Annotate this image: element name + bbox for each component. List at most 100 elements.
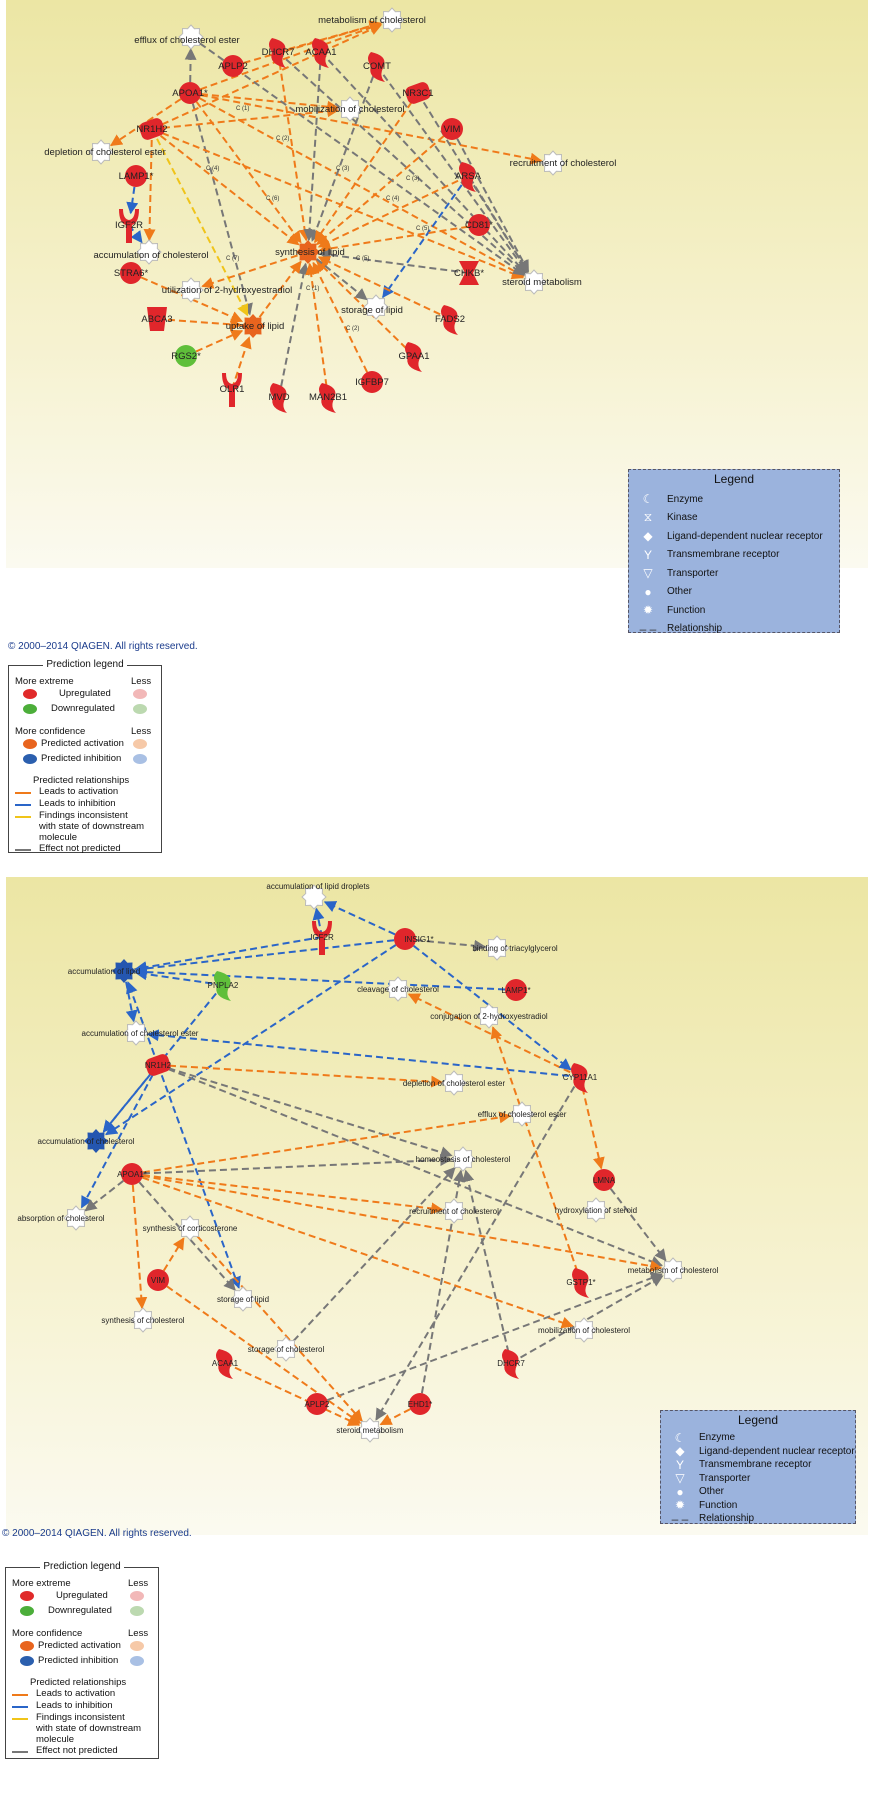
function-node-icon — [660, 1257, 686, 1283]
legend-item: ◆Ligand-dependent nuclear receptor — [661, 1444, 855, 1458]
prediction-legend-text: More extreme — [15, 676, 74, 687]
node-label: storage of cholesterol — [248, 1345, 325, 1354]
enzyme-node-icon — [368, 52, 385, 82]
node-label: metabolism of cholesterol — [628, 1266, 719, 1275]
other-node-icon — [394, 928, 416, 950]
legend-item-label: Transporter — [699, 1472, 751, 1484]
legend-item-label: Function — [667, 604, 706, 616]
function-node-icon — [357, 1417, 383, 1443]
relationship-edge — [419, 1169, 465, 1405]
relationship-edge — [189, 92, 302, 244]
edge-count-label: C (1) — [306, 286, 319, 292]
legend-item: – –Relationship — [661, 1512, 855, 1526]
other-node-icon — [179, 82, 201, 104]
node-label: APOA1* — [117, 1170, 147, 1179]
enzyme-node-icon — [502, 1349, 519, 1379]
node-label: DHCR7 — [497, 1359, 525, 1368]
legend-item: ☾Enzyme — [629, 490, 839, 509]
node-label: utilization of 2-hydroxyestradiol — [162, 285, 292, 296]
downregulated-light-swatch — [130, 1606, 144, 1616]
edge-count-label: C (1) — [236, 106, 249, 112]
node-label: storage of lipid — [217, 1295, 269, 1304]
node-label: mobilization of cholesterol — [538, 1326, 630, 1335]
legend-item-label: Other — [699, 1486, 725, 1498]
relationship-edge — [146, 1029, 581, 1078]
prediction-legend-text: Findings inconsistent — [36, 1712, 125, 1723]
relationship-edge — [123, 970, 138, 1023]
function-node-icon — [476, 1003, 502, 1029]
edge-count-label: C (4) — [206, 166, 219, 172]
relationship-edge — [316, 1272, 663, 1405]
node-label: hydroxylation of steroid — [555, 1206, 637, 1215]
function-node-icon — [130, 1307, 156, 1333]
legend-panel-1: Legend ☾Enzyme⧖Kinase◆Ligand-dependent n… — [628, 469, 840, 636]
function-node-icon — [363, 294, 389, 320]
node-label: IGF2R — [310, 933, 334, 942]
relationship-edge — [131, 1173, 574, 1329]
node-label: homeostasis of cholesterol — [416, 1155, 511, 1164]
node-label: EHD1* — [408, 1400, 432, 1409]
transmembrane-node-icon — [312, 921, 332, 955]
relationship-edge — [184, 47, 197, 94]
relationship-edge — [277, 51, 311, 242]
legend-item-label: Other — [667, 586, 693, 598]
relationship-edge — [131, 1154, 453, 1175]
downregulated-strong-swatch — [23, 704, 37, 714]
prediction-legend-text: More confidence — [12, 1628, 83, 1639]
relationship-edge — [157, 1279, 362, 1424]
edge-layer — [110, 20, 543, 398]
node-label: INSIG1* — [404, 935, 433, 944]
function-icon: ✹ — [674, 1498, 686, 1513]
function-icon: ✹ — [642, 603, 654, 618]
node-label: uptake of lipid — [226, 321, 285, 332]
enzyme-node-icon — [571, 1063, 588, 1093]
downregulated-light-swatch — [133, 704, 147, 714]
node-label: depletion of cholesterol ester — [44, 147, 165, 158]
relationship-edge — [131, 1173, 444, 1215]
other-node-icon — [505, 979, 527, 1001]
relationship-edge — [126, 981, 159, 1066]
prediction-legend-text: Predicted relationships — [30, 1677, 127, 1688]
node-label: ABCA3 — [141, 314, 172, 325]
relationship-edge — [323, 901, 406, 940]
relationship-edge — [84, 1173, 133, 1212]
legend-item: ●Other — [661, 1485, 855, 1499]
relationship-edge — [603, 1179, 667, 1262]
legend-item-label: Ligand-dependent nuclear receptor — [667, 530, 823, 542]
transporter-icon: ▽ — [675, 1471, 685, 1486]
transmembrane-icon: Y — [675, 1457, 684, 1472]
node-label: MAN2B1 — [309, 392, 347, 403]
other-node-icon — [147, 1269, 169, 1291]
edge-count-label: C (7) — [226, 256, 239, 262]
inconsistent-line-swatch — [15, 816, 31, 818]
relationship-edge — [157, 1237, 185, 1281]
edge-count-label: C (3) — [336, 166, 349, 172]
other-node-icon — [121, 1163, 143, 1185]
legend-item-label: Transporter — [667, 567, 719, 579]
function-node-icon — [178, 24, 204, 50]
relationship-edge — [189, 92, 525, 278]
relationship-edge — [305, 262, 329, 398]
transporter-node-icon — [147, 307, 167, 331]
function-node-icon — [123, 1020, 149, 1046]
legend-item-label: Relationship — [667, 623, 723, 635]
relationship-edge — [151, 128, 300, 246]
relationship-edge — [189, 1227, 363, 1422]
relationship-edge — [224, 1362, 361, 1426]
legend-item: ▽ Transporter — [661, 1471, 855, 1486]
node-label: synthesis of corticosterone — [143, 1224, 238, 1233]
prediction-legend-text: with state of downstream — [39, 821, 145, 832]
upregulated-strong-swatch — [20, 1591, 34, 1601]
node-label: LAMP1* — [501, 986, 530, 995]
activation-light-swatch — [130, 1641, 144, 1651]
prediction-legend-text: Less — [131, 676, 152, 687]
ligand-receptor-icon: ◆ — [643, 529, 653, 544]
relationship-edge — [467, 175, 529, 273]
legend-item: ☾Enzyme — [661, 1431, 855, 1445]
copyright-1: © 2000–2014 QIAGEN. All rights reserved. — [8, 641, 198, 652]
edge-count-label: C (2) — [346, 326, 359, 332]
transporter-icon: ▽ — [643, 566, 653, 581]
relationship-edge — [189, 92, 253, 316]
legend-item-label: Relationship — [699, 1513, 755, 1525]
node-label: NR1H2 — [145, 1061, 172, 1070]
